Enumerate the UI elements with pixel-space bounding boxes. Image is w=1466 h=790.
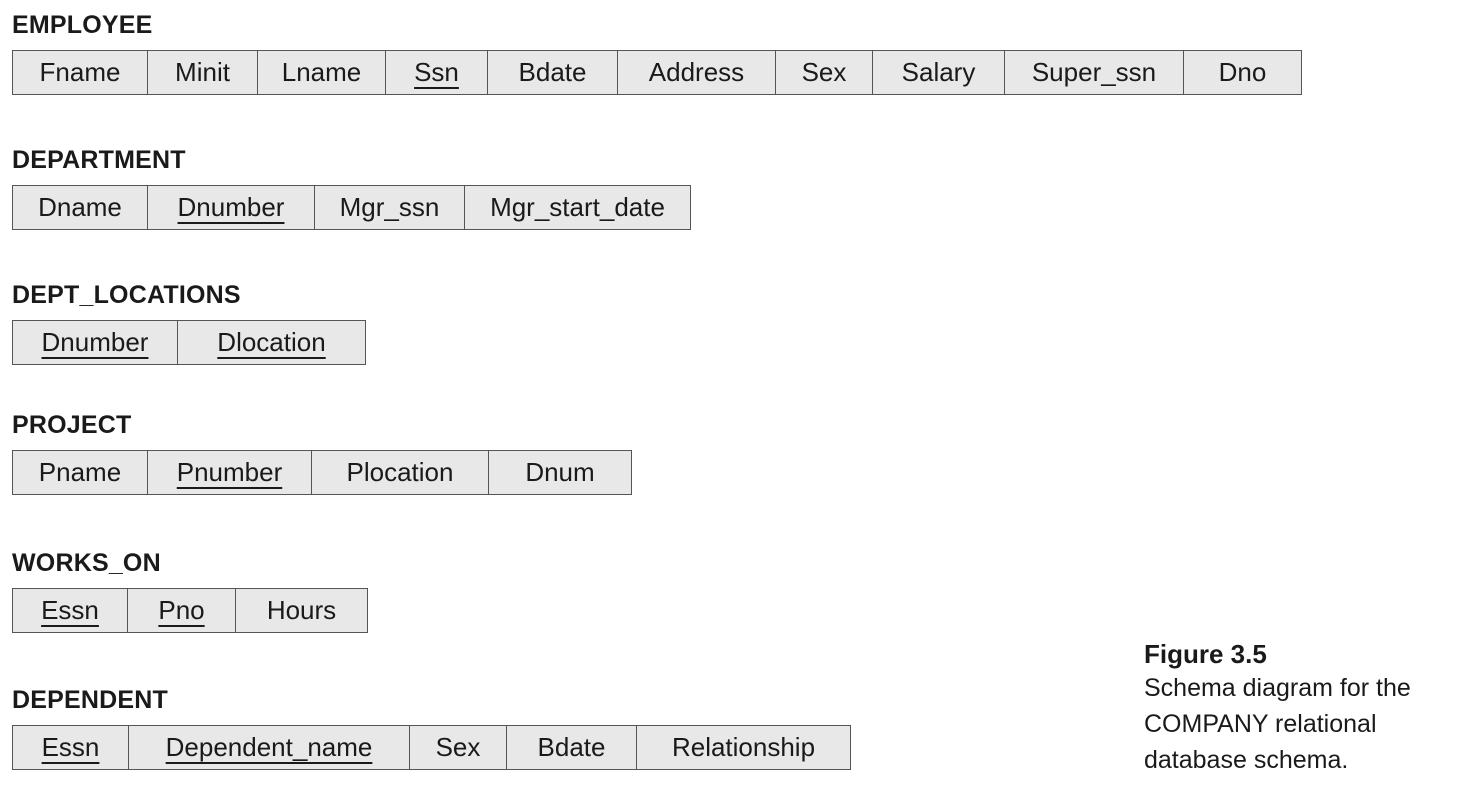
attribute-label: Lname — [281, 57, 362, 87]
attribute-cell: Fname — [13, 51, 148, 94]
attribute-label: Dname — [38, 192, 122, 222]
attribute-row: Essn Dependent_name Sex Bdate Relationsh… — [12, 725, 851, 770]
attribute-row: Dname Dnumber Mgr_ssn Mgr_start_date — [12, 185, 691, 230]
relation-project: PROJECT Pname Pnumber Plocation Dnum — [12, 410, 632, 495]
attribute-label: Relationship — [671, 732, 816, 762]
figure-description: Schema diagram for the COMPANY relationa… — [1144, 674, 1411, 774]
attribute-cell-primary-key: Dlocation — [178, 321, 365, 364]
attribute-label: Hours — [266, 595, 337, 625]
attribute-label: Super_ssn — [1031, 57, 1157, 87]
attribute-label: Fname — [39, 57, 121, 87]
figure-title: Figure 3.5 — [1144, 639, 1267, 669]
relation-dependent: DEPENDENT Essn Dependent_name Sex Bdate … — [12, 685, 851, 770]
attribute-label: Salary — [901, 57, 976, 87]
attribute-cell: Dno — [1184, 51, 1301, 94]
attribute-label: Mgr_start_date — [490, 192, 665, 222]
attribute-label: Plocation — [346, 457, 454, 487]
attribute-cell-primary-key: Pno — [128, 589, 236, 632]
attribute-label: Pno — [158, 595, 205, 625]
attribute-cell: Hours — [236, 589, 367, 632]
relation-name: EMPLOYEE — [12, 11, 153, 39]
attribute-cell: Relationship — [637, 726, 850, 769]
attribute-cell: Sex — [776, 51, 873, 94]
figure-caption: Figure 3.5 Schema diagram for the COMPAN… — [1144, 638, 1464, 778]
attribute-cell: Dname — [13, 186, 148, 229]
relation-name: DEPT_LOCATIONS — [12, 281, 241, 309]
attribute-label: Dnum — [525, 457, 595, 487]
attribute-label: Address — [648, 57, 745, 87]
attribute-label: Pname — [38, 457, 122, 487]
attribute-label: Dependent_name — [165, 732, 373, 762]
attribute-cell: Lname — [258, 51, 386, 94]
attribute-cell: Bdate — [488, 51, 618, 94]
relation-department: DEPARTMENT Dname Dnumber Mgr_ssn Mgr_sta… — [12, 145, 691, 230]
attribute-cell: Dnum — [489, 451, 631, 494]
attribute-cell: Mgr_ssn — [315, 186, 465, 229]
attribute-cell-primary-key: Essn — [13, 589, 128, 632]
attribute-cell: Minit — [148, 51, 258, 94]
attribute-label: Essn — [41, 732, 100, 762]
attribute-row: Essn Pno Hours — [12, 588, 368, 633]
attribute-cell-primary-key: Dnumber — [13, 321, 178, 364]
attribute-cell-primary-key: Essn — [13, 726, 129, 769]
attribute-label: Mgr_ssn — [339, 192, 440, 222]
attribute-row: Pname Pnumber Plocation Dnum — [12, 450, 632, 495]
relation-name: DEPARTMENT — [12, 146, 186, 174]
attribute-row: Dnumber Dlocation — [12, 320, 366, 365]
attribute-label: Dnumber — [177, 192, 285, 222]
attribute-cell-primary-key: Pnumber — [148, 451, 312, 494]
relation-dept-locations: DEPT_LOCATIONS Dnumber Dlocation — [12, 280, 366, 365]
attribute-label: Pnumber — [176, 457, 283, 487]
attribute-label: Essn — [41, 595, 99, 625]
attribute-cell: Salary — [873, 51, 1005, 94]
attribute-label: Dnumber — [41, 327, 149, 357]
attribute-cell: Bdate — [507, 726, 637, 769]
attribute-cell: Pname — [13, 451, 148, 494]
attribute-label: Minit — [175, 57, 230, 87]
attribute-cell: Address — [618, 51, 776, 94]
relation-name: DEPENDENT — [12, 686, 168, 714]
relation-works-on: WORKS_ON Essn Pno Hours — [12, 548, 368, 633]
attribute-label: Sex — [801, 57, 847, 87]
attribute-cell: Plocation — [312, 451, 489, 494]
attribute-cell-primary-key: Dnumber — [148, 186, 315, 229]
attribute-label: Dlocation — [217, 327, 326, 357]
relation-employee: EMPLOYEE Fname Minit Lname Ssn Bdate Add… — [12, 10, 1302, 95]
attribute-label: Ssn — [414, 57, 459, 87]
attribute-label: Bdate — [518, 57, 587, 87]
relation-name: PROJECT — [12, 411, 132, 439]
attribute-cell: Super_ssn — [1005, 51, 1184, 94]
attribute-cell-primary-key: Dependent_name — [129, 726, 410, 769]
attribute-label: Bdate — [537, 732, 606, 762]
attribute-label: Dno — [1218, 57, 1267, 87]
attribute-label: Sex — [435, 732, 481, 762]
attribute-cell: Sex — [410, 726, 507, 769]
attribute-cell: Mgr_start_date — [465, 186, 690, 229]
relation-name: WORKS_ON — [12, 549, 161, 577]
attribute-row: Fname Minit Lname Ssn Bdate Address Sex … — [12, 50, 1302, 95]
attribute-cell-primary-key: Ssn — [386, 51, 488, 94]
